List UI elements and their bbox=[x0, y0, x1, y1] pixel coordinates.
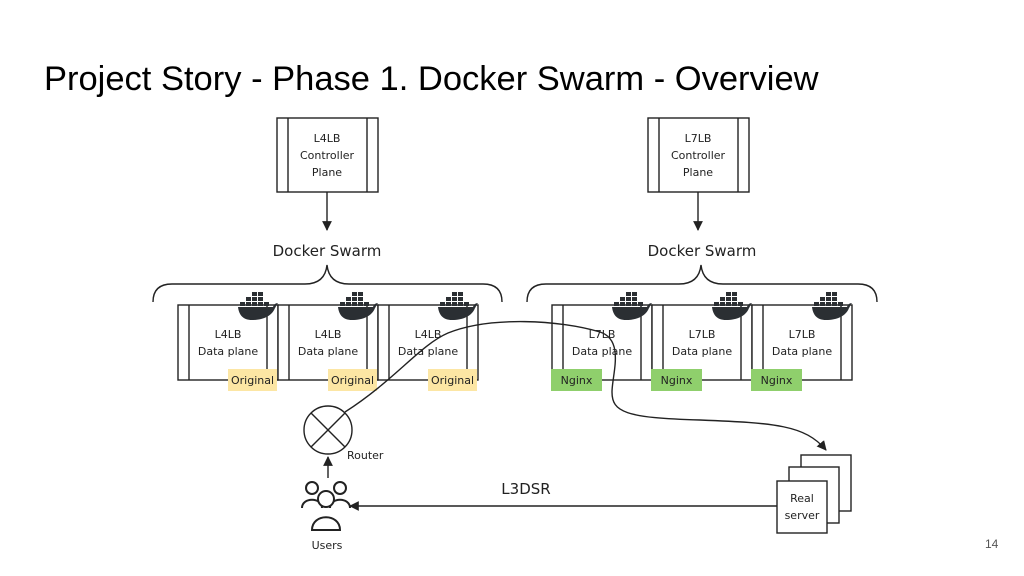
l4lb-node-1-title: L4LB bbox=[215, 328, 242, 341]
l3dsr-label: L3DSR bbox=[501, 480, 550, 498]
l4lb-node-1-tag-bg bbox=[228, 369, 277, 391]
l7lb-controller-box: L7LB Controller Plane bbox=[647, 117, 750, 193]
l4lb-node-2: L4LB Data plane Original bbox=[277, 292, 379, 391]
l7lb-controller-line-1: L7LB bbox=[685, 132, 712, 145]
l4lb-node-3-title: L4LB bbox=[415, 328, 442, 341]
l4lb-node-2-tag: Original bbox=[331, 374, 374, 387]
l4lb-node-2-title: L4LB bbox=[315, 328, 342, 341]
l7lb-node-2-tag-bg bbox=[651, 369, 702, 391]
l7lb-node-2-tag: Nginx bbox=[661, 374, 693, 387]
l7lb-node-1-tag: Nginx bbox=[561, 374, 593, 387]
real-server-line-2: server bbox=[785, 509, 820, 522]
l7lb-node-1: L7LB Data plane Nginx bbox=[551, 292, 653, 391]
l4lb-controller-line-3: Plane bbox=[312, 166, 342, 179]
l4lb-node-3-tag-bg bbox=[428, 369, 477, 391]
traffic-flow-path bbox=[344, 320, 827, 451]
real-server-line-1: Real bbox=[790, 492, 814, 505]
l7lb-node-3-tag: Nginx bbox=[761, 374, 793, 387]
l4-docker-swarm-label: Docker Swarm bbox=[273, 242, 382, 260]
l7lb-controller-line-2: Controller bbox=[671, 149, 726, 162]
l4lb-node-2-subtitle: Data plane bbox=[298, 345, 359, 358]
l7lb-node-3-tag-bg bbox=[751, 369, 802, 391]
l7lb-node-2: L7LB Data plane Nginx bbox=[651, 292, 753, 391]
l7-docker-swarm-label: Docker Swarm bbox=[648, 242, 757, 260]
l7lb-node-2-title: L7LB bbox=[689, 328, 716, 341]
router-icon bbox=[303, 405, 353, 455]
slide-title: Project Story - Phase 1. Docker Swarm - … bbox=[44, 60, 819, 98]
l7lb-node-3-subtitle: Data plane bbox=[772, 345, 833, 358]
l7lb-node-2-subtitle: Data plane bbox=[672, 345, 733, 358]
l4lb-node-3-subtitle: Data plane bbox=[398, 345, 459, 358]
real-server-stack: Real server bbox=[776, 454, 852, 534]
users-label: Users bbox=[312, 539, 343, 552]
l4-swarm-brace bbox=[152, 264, 503, 303]
l7lb-node-1-tag-bg bbox=[551, 369, 602, 391]
l4lb-node-3: L4LB Data plane Original bbox=[377, 292, 479, 391]
l4lb-node-1: L4LB Data plane Original bbox=[177, 292, 279, 391]
l4lb-node-1-tag: Original bbox=[231, 374, 274, 387]
l7lb-controller-line-3: Plane bbox=[683, 166, 713, 179]
l7lb-node-3-title: L7LB bbox=[789, 328, 816, 341]
l7-swarm-brace bbox=[526, 264, 878, 303]
l4lb-node-2-tag-bg bbox=[328, 369, 377, 391]
l4lb-node-3-tag: Original bbox=[431, 374, 474, 387]
l7lb-node-1-subtitle: Data plane bbox=[572, 345, 633, 358]
l4lb-controller-box: L4LB Controller Plane bbox=[276, 117, 379, 193]
page-number: 14 bbox=[985, 537, 999, 551]
l4lb-controller-line-1: L4LB bbox=[314, 132, 341, 145]
l7lb-node-3: L7LB Data plane Nginx bbox=[751, 292, 853, 391]
users-icon bbox=[301, 481, 351, 531]
l4lb-controller-line-2: Controller bbox=[300, 149, 355, 162]
router-label: Router bbox=[347, 449, 384, 462]
l4lb-node-1-subtitle: Data plane bbox=[198, 345, 259, 358]
